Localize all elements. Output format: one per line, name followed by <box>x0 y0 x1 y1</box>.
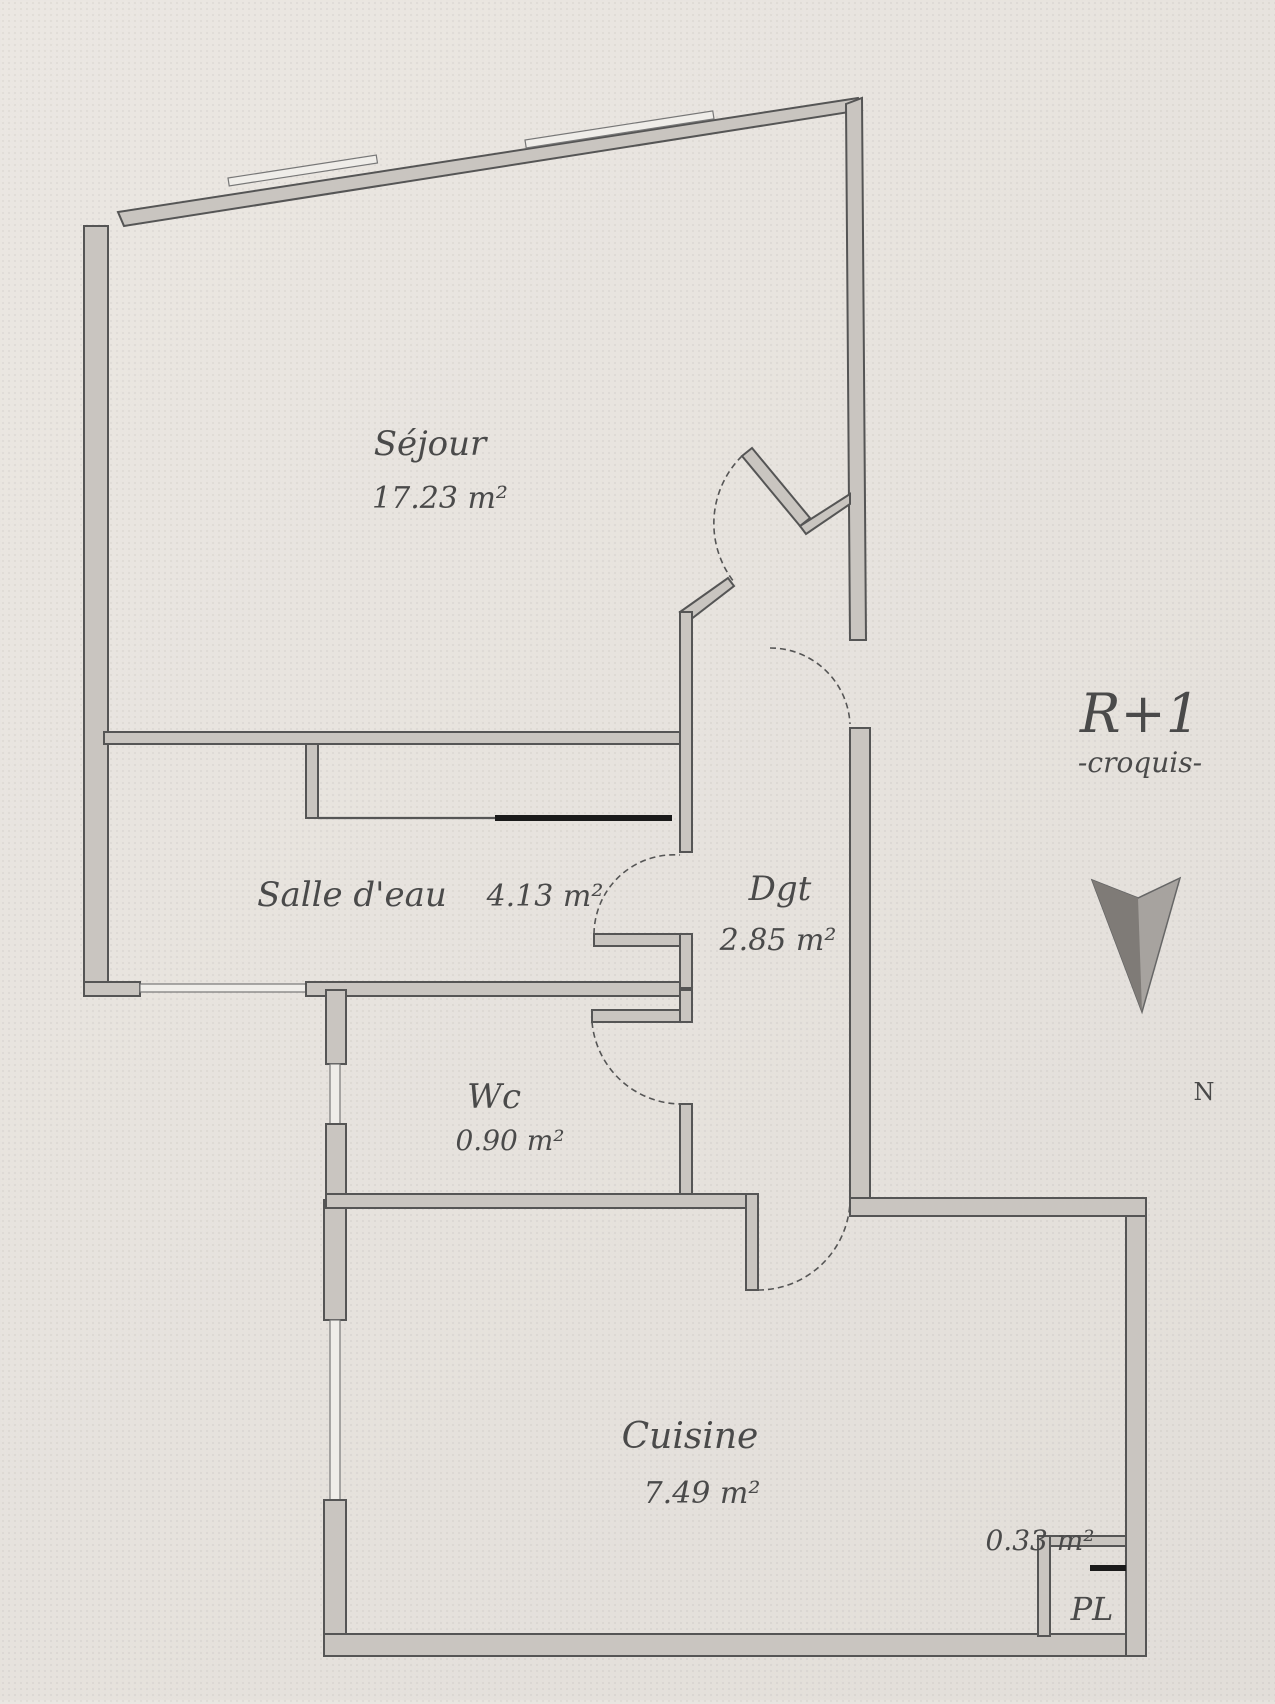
level-label: R+1 <box>1079 682 1200 745</box>
room-name-placard: PL <box>1070 1590 1114 1628</box>
room-area-cuisine: 7.49 m² <box>644 1476 761 1511</box>
room-salle-eau: Salle d'eau 4.13 m² <box>257 875 603 915</box>
north-compass: N <box>1090 876 1215 1106</box>
room-sejour: Séjour 17.23 m² <box>372 424 508 516</box>
compass-label: N <box>1194 1078 1215 1106</box>
room-name-salle-eau: Salle d'eau <box>257 875 447 915</box>
room-area-placard: 0.33 m² <box>985 1524 1094 1557</box>
room-name-sejour: Séjour <box>374 424 488 464</box>
room-name-dgt: Dgt <box>748 869 812 909</box>
room-area-wc: 0.90 m² <box>455 1124 564 1157</box>
room-wc: Wc 0.90 m² <box>455 1077 564 1157</box>
door-swings <box>591 455 851 1291</box>
room-dgt: Dgt 2.85 m² <box>719 869 837 958</box>
room-area-dgt: 2.85 m² <box>719 923 837 958</box>
room-name-cuisine: Cuisine <box>622 1416 759 1457</box>
interior-walls <box>103 446 1127 1637</box>
room-cuisine: Cuisine 7.49 m² <box>622 1416 761 1511</box>
room-area-sejour: 17.23 m² <box>372 481 508 516</box>
room-name-wc: Wc <box>467 1077 521 1117</box>
level-subtitle: -croquis- <box>1078 746 1202 779</box>
room-placard: 0.33 m² PL <box>985 1524 1113 1628</box>
room-area-salle-eau: 4.13 m² <box>486 879 604 914</box>
level-title: R+1 -croquis- <box>1078 682 1202 779</box>
outer-walls <box>83 96 1147 1657</box>
